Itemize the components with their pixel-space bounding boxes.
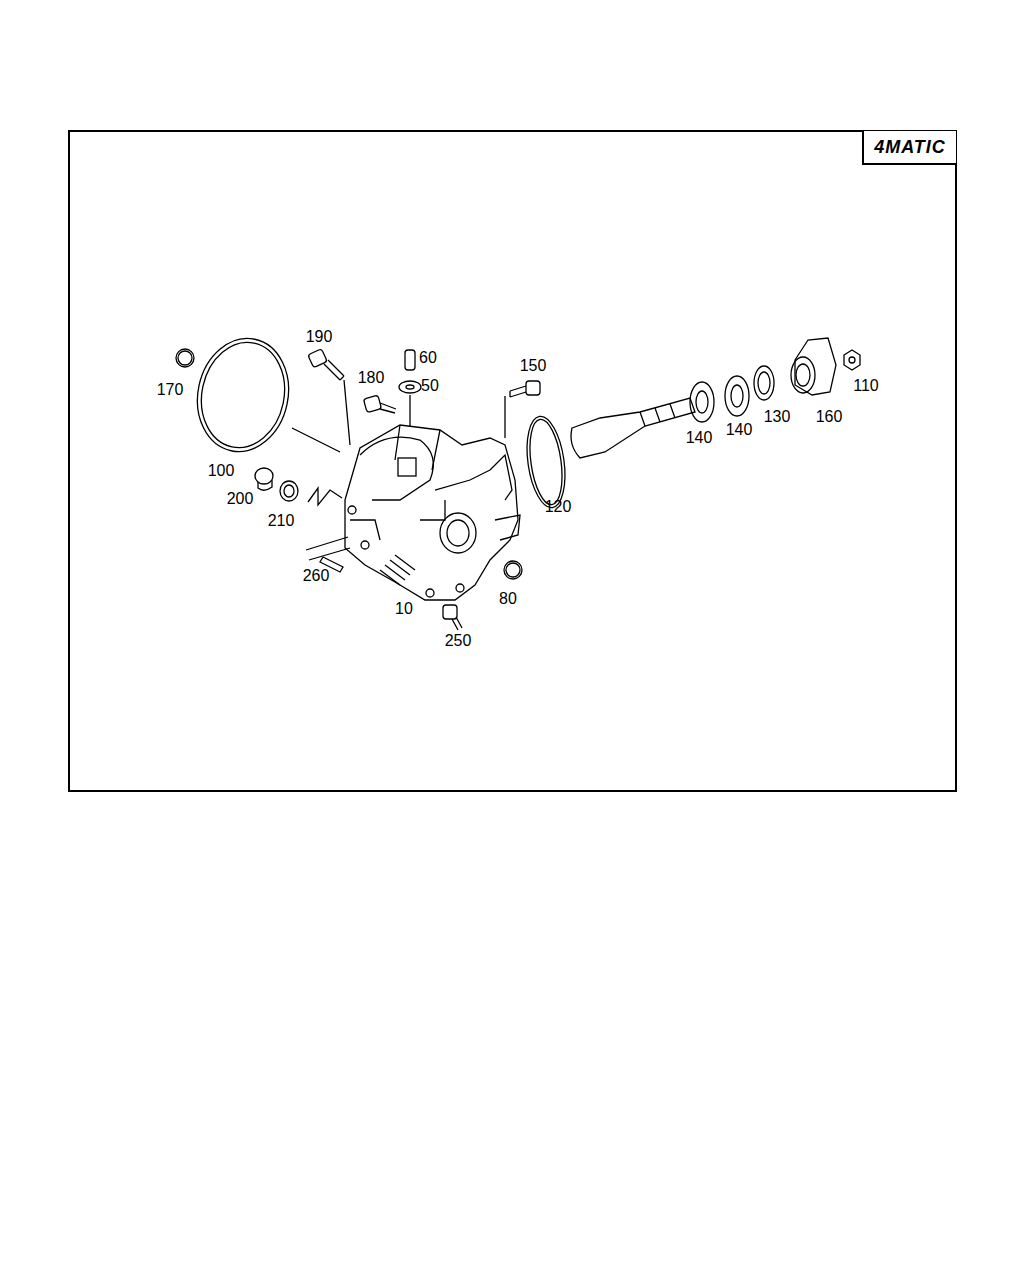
- callout-number: 210: [268, 513, 295, 529]
- callout-number: 100: [208, 463, 235, 479]
- callout-number: 120: [545, 499, 572, 515]
- callout-number: 60: [419, 350, 437, 366]
- callout-number: 200: [227, 491, 254, 507]
- callout-number: 260: [303, 568, 330, 584]
- callout-number: 190: [306, 329, 333, 345]
- callout-number: 50: [421, 378, 439, 394]
- callout-number: 10: [395, 601, 413, 617]
- callout-number: 140: [726, 422, 753, 438]
- callout-number: 130: [764, 409, 791, 425]
- callout-number: 140: [686, 430, 713, 446]
- callout-number: 80: [499, 591, 517, 607]
- callout-number: 110: [853, 378, 879, 394]
- frame: [69, 131, 956, 791]
- logo-text: 4MATIC: [874, 137, 946, 158]
- logo-badge: 4MATIC: [862, 131, 956, 165]
- callout-number: 160: [816, 409, 843, 425]
- callout-number: 180: [358, 370, 385, 386]
- callout-number: 250: [445, 633, 472, 649]
- callout-number: 150: [520, 358, 547, 374]
- callout-number: 170: [157, 382, 184, 398]
